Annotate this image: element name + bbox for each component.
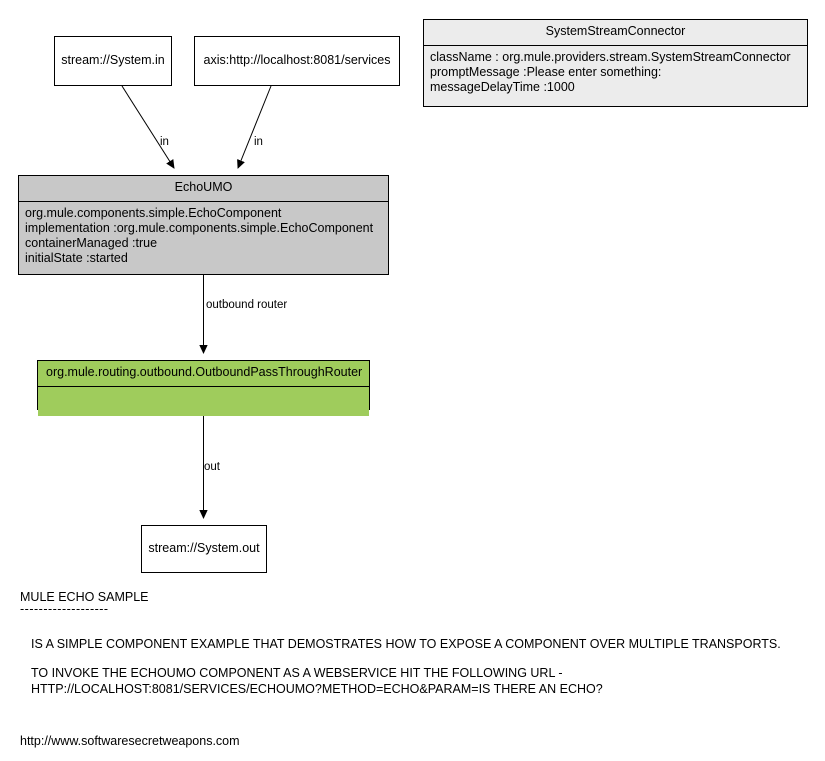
node-system-stream-connector[interactable]: SystemStreamConnector className : org.mu… <box>423 19 808 107</box>
edge-line-stream-in-to-echo <box>121 85 175 169</box>
attribute-component-class: org.mule.components.simple.EchoComponent <box>25 205 282 220</box>
legend-description-line-2: TO INVOKE THE ECHOUMO COMPONENT AS A WEB… <box>31 666 563 680</box>
legend-heading: MULE ECHO SAMPLE <box>20 590 149 604</box>
node-axis-endpoint[interactable]: axis:http://localhost:8081/services <box>194 36 400 86</box>
node-stream-in-title: stream://System.in <box>61 53 165 68</box>
edge-label-axis-to-echo: in <box>254 136 263 148</box>
node-stream-out[interactable]: stream://System.out <box>141 525 267 573</box>
attribute-container-managed: containerManaged :true <box>25 235 158 250</box>
node-echo-umo-attributes: org.mule.components.simple.EchoComponent… <box>19 201 388 271</box>
legend-rule: ------------------- <box>20 602 109 616</box>
node-outbound-router-title: org.mule.routing.outbound.OutboundPassTh… <box>38 361 369 387</box>
node-outbound-router[interactable]: org.mule.routing.outbound.OutboundPassTh… <box>37 360 370 416</box>
attribute-initial-state: initialState :started <box>25 250 128 265</box>
node-stream-out-title: stream://System.out <box>148 541 260 556</box>
attribute-message-delay-time: messageDelayTime :1000 <box>430 79 575 94</box>
node-stream-in[interactable]: stream://System.in <box>54 36 172 86</box>
attribute-implementation: implementation :org.mule.components.simp… <box>25 220 374 235</box>
node-echo-umo[interactable]: EchoUMO org.mule.components.simple.EchoC… <box>18 175 389 275</box>
node-echo-umo-title: EchoUMO <box>19 176 388 202</box>
legend-description-line-1: IS A SIMPLE COMPONENT EXAMPLE THAT DEMOS… <box>31 637 781 651</box>
edge-line-axis-to-echo <box>237 85 272 169</box>
legend-description-line-3: HTTP://LOCALHOST:8081/SERVICES/ECHOUMO?M… <box>31 682 603 696</box>
footer-url: http://www.softwaresecretweapons.com <box>20 734 240 748</box>
edge-label-router-to-stream-out: out <box>204 461 220 473</box>
edge-label-echo-to-router: outbound router <box>206 299 288 311</box>
edge-label-stream-in-to-echo: in <box>160 136 169 148</box>
node-outbound-router-attributes <box>38 386 369 416</box>
attribute-class-name: className : org.mule.providers.stream.Sy… <box>430 49 791 64</box>
node-system-stream-connector-title: SystemStreamConnector <box>424 20 807 46</box>
node-axis-endpoint-title: axis:http://localhost:8081/services <box>203 53 391 68</box>
attribute-prompt-message: promptMessage :Please enter something: <box>430 64 662 79</box>
node-system-stream-connector-attributes: className : org.mule.providers.stream.Sy… <box>424 45 807 100</box>
